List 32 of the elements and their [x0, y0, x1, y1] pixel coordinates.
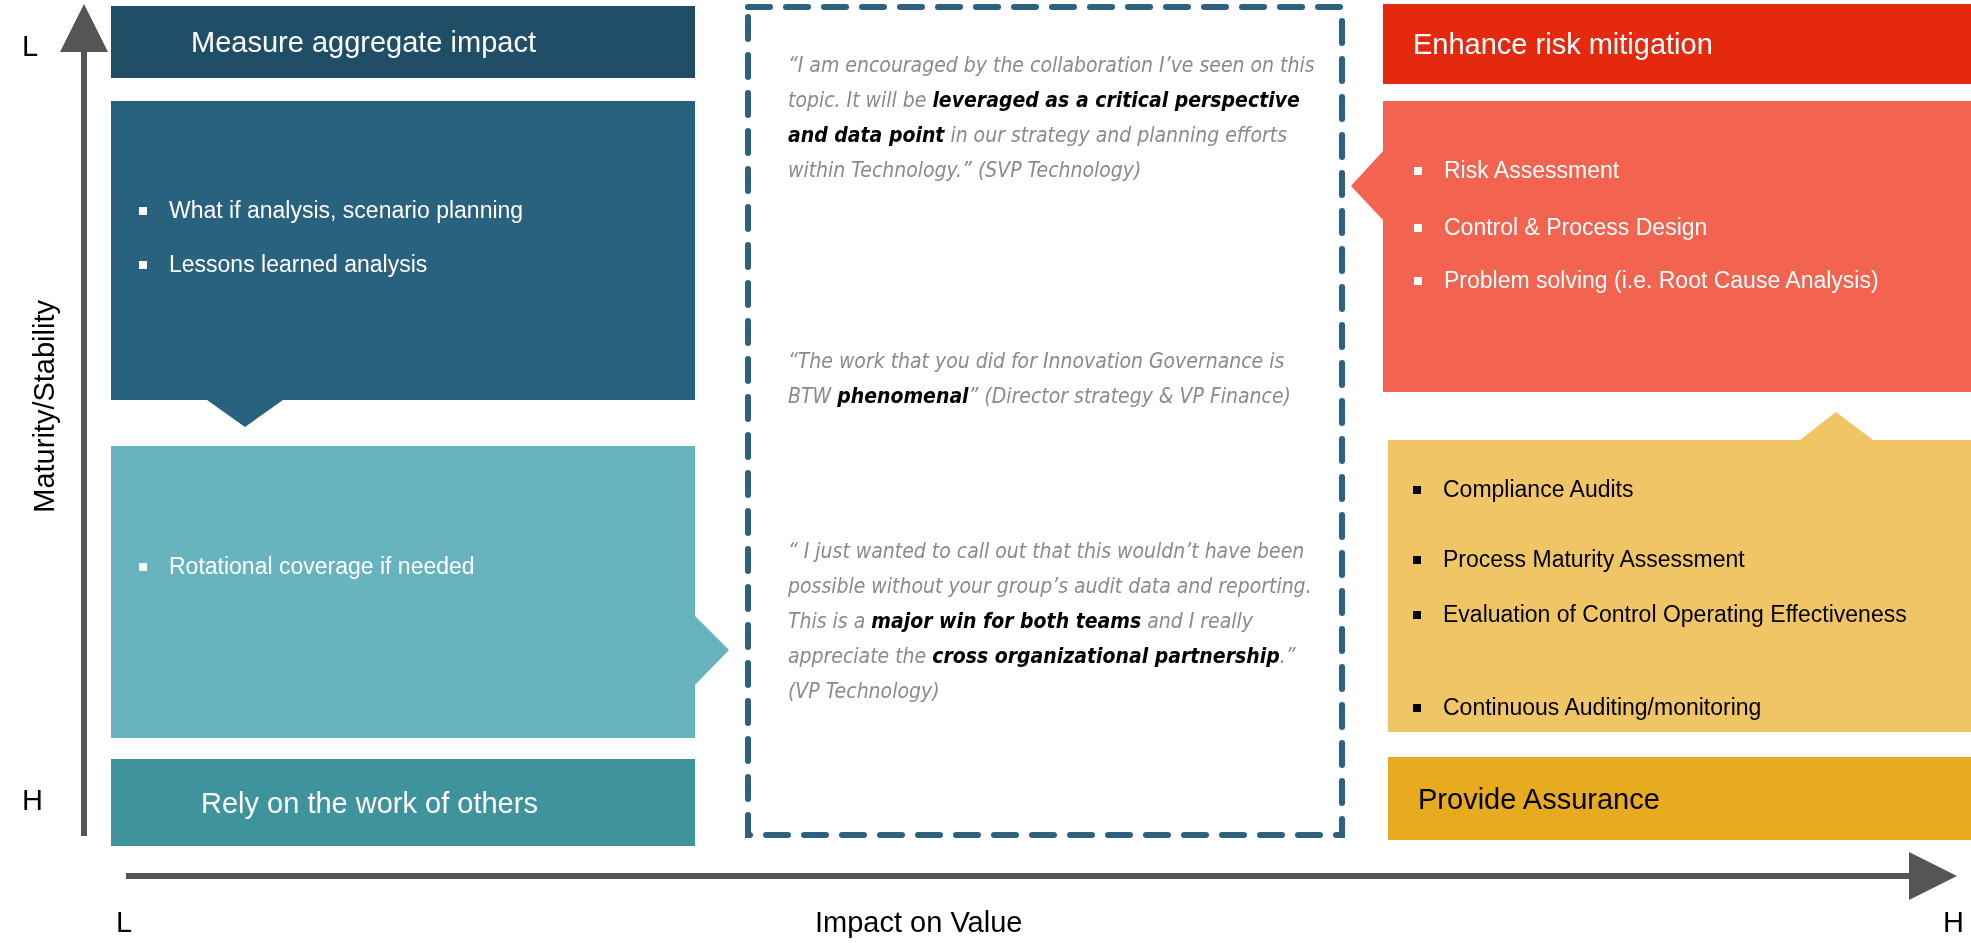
- heading-bar: [1388, 757, 1971, 840]
- callout-box: [111, 446, 729, 738]
- quote-text: “ I just wanted to call out that this wouldn’t have been possible without your group’s audit data and reporting. This is a major win for both teams and I really appreciate the cross organizational partnership.” (VP Technology): [788, 538, 1313, 705]
- bullet-item: Process Maturity Assessment: [1413, 544, 1933, 575]
- heading-text: Enhance risk mitigation: [1413, 27, 1713, 61]
- callout-box: [1388, 412, 1971, 732]
- bullet-item: Compliance Audits: [1413, 474, 1933, 505]
- bullet-item: Lessons learned analysis: [139, 249, 679, 280]
- bullet-item: Continuous Auditing/monitoring: [1413, 692, 1933, 723]
- bullet-item: Problem solving (i.e. Root Cause Analysis): [1414, 265, 1924, 296]
- bullet-item: Control & Process Design: [1414, 212, 1924, 243]
- quote-text: “The work that you did for Innovation Governance is BTW phenomenal” (Director strategy & VP Finance): [788, 348, 1292, 410]
- heading-text: Rely on the work of others: [201, 786, 538, 819]
- axis-label: L: [22, 30, 39, 63]
- axis-title: Maturity/Stability: [28, 300, 61, 513]
- callout-box: [111, 101, 695, 427]
- callout-box: [1351, 101, 1971, 392]
- axis-title: Impact on Value: [815, 906, 1023, 939]
- axis-label: H: [1943, 906, 1964, 939]
- bullet-item: Risk Assessment: [1414, 155, 1924, 186]
- axis-label: L: [116, 906, 133, 939]
- heading-text: Measure aggregate impact: [191, 25, 536, 59]
- axis-label: H: [22, 784, 43, 817]
- heading-bar: [1383, 4, 1971, 84]
- heading-text: Provide Assurance: [1418, 782, 1660, 815]
- bullet-item: What if analysis, scenario planning: [139, 195, 679, 226]
- bullet-item: Rotational coverage if needed: [139, 551, 679, 582]
- bullet-item: Evaluation of Control Operating Effectiveness: [1413, 599, 1933, 630]
- heading-bar: [111, 759, 695, 846]
- quote-panel: [745, 4, 1345, 838]
- quote-text: “I am encouraged by the collaboration I’ve seen on this topic. It will be leveraged as a critical perspective and data point in our strategy and planning efforts within Technology.” (SVP Technology): [788, 52, 1316, 184]
- heading-bar: [111, 6, 695, 78]
